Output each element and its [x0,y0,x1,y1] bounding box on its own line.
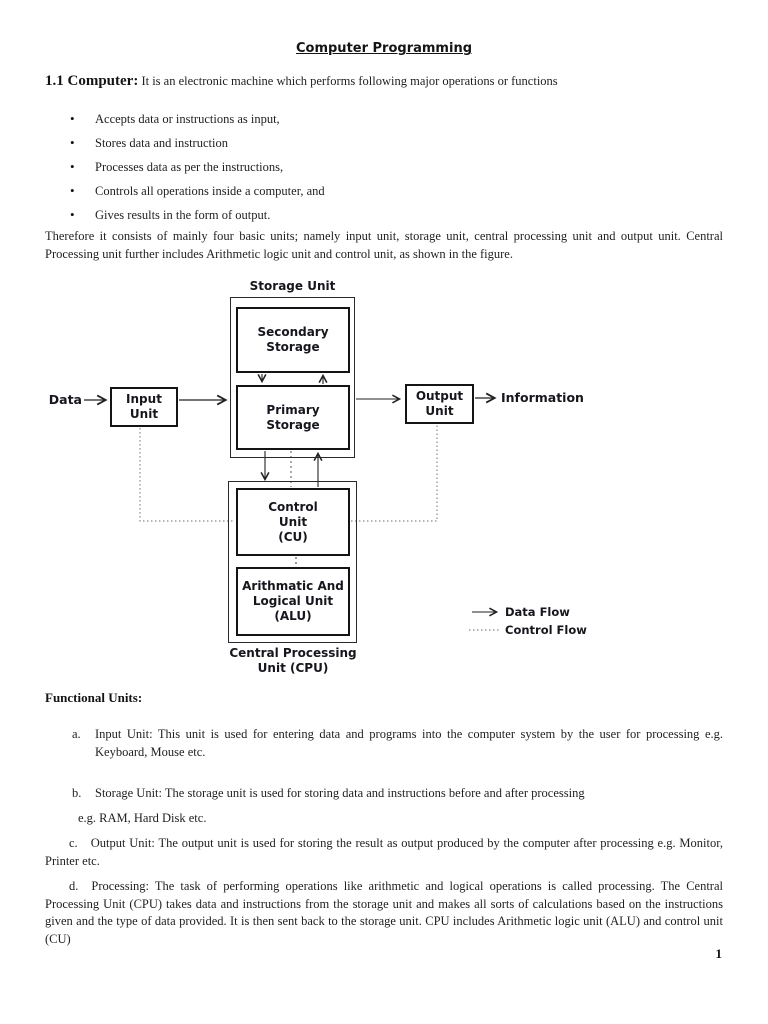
section-intro-text: It is an electronic machine which perfor… [141,74,558,88]
item-marker: b. [72,786,82,800]
information-output-label: Information [501,390,584,405]
diagram-connectors [84,373,499,631]
functional-units-section: Functional Units: a. Input Unit: This un… [45,690,723,948]
functional-item-c: c.Output Unit: The output unit is used f… [45,835,723,870]
page-number: 1 [715,946,723,961]
feature-bullet-list: Accepts data or instructions as input, S… [45,111,723,231]
item-text: Storage Unit: The storage unit is used f… [95,786,585,800]
legend-data-flow-label: Data Flow [505,605,570,619]
section-heading: 1.1 Computer: [45,73,139,89]
bullet-item: Processes data as per the instructions, [45,159,723,175]
item-text: Output Unit: The output unit is used for… [45,836,723,868]
item-marker: c. [69,836,78,850]
bullet-item: Gives results in the form of output. [45,207,723,223]
bullet-item: Controls all operations inside a compute… [45,183,723,199]
cpu-box [228,481,357,643]
control-flow-cu-to-output [351,425,438,522]
functional-item-b-example: e.g. RAM, Hard Disk etc. [78,810,207,825]
functional-units-heading: Functional Units: [45,690,143,705]
legend-control-flow-label: Control Flow [505,623,587,637]
item-marker: d. [69,879,79,893]
primary-storage-box: Primary Storage [236,385,350,450]
storage-unit-box [230,297,355,458]
control-unit-box: Control Unit (CU) [236,488,350,556]
page-title-text: Computer Programming [295,41,472,56]
cpu-caption: Central Processing Unit (CPU) [229,646,357,675]
secondary-storage-box: Secondary Storage [236,307,350,373]
computer-units-diagram: Storage Unit Secondary Storage Primary S… [0,275,768,680]
alu-box: Arithmatic And Logical Unit (ALU) [236,567,350,636]
section-intro: 1.1 Computer: It is an electronic machin… [45,72,723,91]
body-paragraph: Therefore it consists of mainly four bas… [45,229,723,261]
storage-unit-caption: Storage Unit [249,279,336,293]
control-flow-input-to-cu [139,428,235,522]
item-text: Input Unit: This unit is used for enteri… [95,727,723,759]
item-text: Processing: The task of performing opera… [45,879,723,946]
data-input-label: Data [48,392,82,407]
bullet-item: Stores data and instruction [45,135,723,151]
bullet-item: Accepts data or instructions as input, [45,111,723,127]
output-unit-box: Output Unit [405,384,474,424]
functional-item-d: d.Processing: The task of performing ope… [45,878,723,948]
item-marker: a. [72,727,81,741]
functional-item-a: a. Input Unit: This unit is used for ent… [45,726,723,761]
functional-item-b: b. Storage Unit: The storage unit is use… [45,785,723,803]
page-title: Computer Programming [0,41,768,56]
input-unit-box: Input Unit [110,387,178,427]
